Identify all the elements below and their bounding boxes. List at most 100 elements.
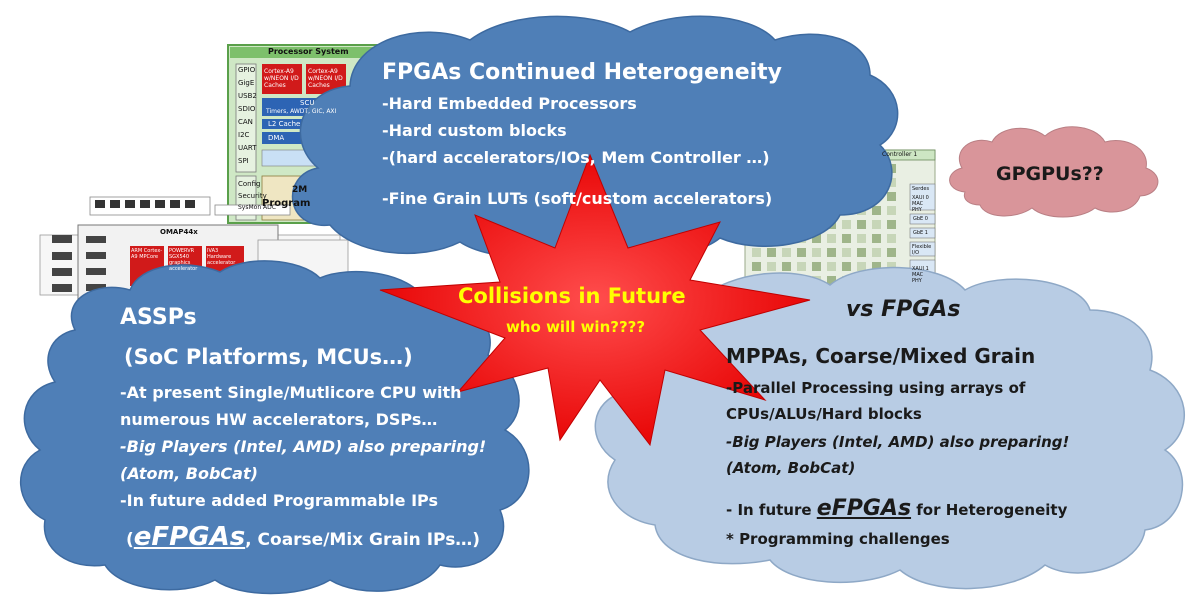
assp-line-1: -At present Single/Mutlicore CPU with xyxy=(120,383,462,402)
ps-label-can: CAN xyxy=(238,118,253,126)
gpgpu-cloud xyxy=(949,126,1159,218)
mppa-grid-cell xyxy=(872,248,881,257)
assp-line-5: -In future added Programmable IPs xyxy=(120,491,439,510)
collision-starburst xyxy=(379,153,811,447)
mppa-grid-cell xyxy=(782,248,791,257)
mppa-grid-cell xyxy=(872,206,881,215)
mppa-grid-cell xyxy=(767,262,776,271)
mppa-grid-cell xyxy=(827,262,836,271)
mppa-gbe0: GbE 0 xyxy=(913,216,928,222)
mppa-flexio: Flexible I/O xyxy=(912,244,932,256)
mppa-grid-cell xyxy=(887,220,896,229)
ps-label-i2c: I2C xyxy=(238,131,250,139)
mppa-gbe1: GbE 1 xyxy=(913,230,928,236)
assp-line-6: (eFPGAs, Coarse/Mix Grain IPs…) xyxy=(126,522,480,552)
assp-line-4: (Atom, BobCat) xyxy=(120,464,258,483)
mppa-grid-cell xyxy=(872,234,881,243)
mppa-grid-cell xyxy=(752,262,761,271)
mppa-grid-cell xyxy=(857,248,866,257)
vs-fpgas-label: vs FPGAs xyxy=(846,297,961,322)
mppa-grid-cell xyxy=(767,248,776,257)
mppa-grid-cell xyxy=(887,234,896,243)
mppa-xaui1: XAUI 1 MAC PHY xyxy=(912,266,929,284)
mppa-line-2: CPUs/ALUs/Hard blocks xyxy=(726,405,922,423)
assp-cloud xyxy=(19,260,530,595)
ps-label-sysmon: SysMon ADC xyxy=(238,204,276,211)
mppa-grid-cell xyxy=(812,262,821,271)
fpga-bullet-3: -(hard accelerators/IOs, Mem Controller … xyxy=(382,148,770,167)
ps-scu: SCU xyxy=(300,99,315,107)
mppa-xaui0: XAUI 0 MAC PHY xyxy=(912,195,929,213)
mppa-grid-cell xyxy=(872,262,881,271)
mppa-grid-cell xyxy=(812,248,821,257)
mppa-grid-cell xyxy=(887,192,896,201)
gpgpu-label: GPGPUs?? xyxy=(996,163,1104,185)
mppa-grid-cell xyxy=(857,220,866,229)
assp-line-3: -Big Players (Intel, AMD) also preparing… xyxy=(120,437,487,456)
mppa-line-1: -Parallel Processing using arrays of xyxy=(726,379,1026,397)
mppa-grid-cell xyxy=(887,262,896,271)
mppa-grid-cell xyxy=(782,262,791,271)
assp-line-6-open: ( xyxy=(126,530,134,550)
mppa-grid-cell xyxy=(887,206,896,215)
mppa-grid-cell xyxy=(752,248,761,257)
ps-label-usb2: USB2 xyxy=(238,92,257,100)
fpga-bullet-4: -Fine Grain LUTs (soft/custom accelerato… xyxy=(382,189,773,208)
ps-2m: 2M xyxy=(292,185,308,195)
ps-label-spi: SPI xyxy=(238,157,249,165)
ps-dma: DMA xyxy=(268,134,285,142)
fpga-cloud-title: FPGAs Continued Heterogeneity xyxy=(382,60,783,85)
collision-headline: Collisions in Future xyxy=(458,284,686,308)
mppa-line-5-pre: - In future xyxy=(726,501,817,519)
omap-hw: IVA3 Hardware accelerator xyxy=(207,248,236,266)
ps-label-gpio: GPIO xyxy=(238,66,256,74)
mppa-grid-cell xyxy=(827,248,836,257)
mppa-grid-cell xyxy=(857,234,866,243)
ps-l2: L2 Cache xyxy=(268,120,301,128)
assp-title: ASSPs xyxy=(120,305,197,330)
mppa-efpgas-emphasis: eFPGAs xyxy=(816,496,912,521)
ps-cortex-a: Cortex-A9 w/NEON I/D Caches xyxy=(264,68,299,89)
mppa-line-3: -Big Players (Intel, AMD) also preparing… xyxy=(726,433,1070,451)
mppa-grid-cell xyxy=(857,262,866,271)
mppa-grid-cell xyxy=(842,220,851,229)
mppa-line-5-post: for Heterogeneity xyxy=(911,501,1068,519)
mppa-grid-cell xyxy=(842,234,851,243)
ps-label-config: Config xyxy=(238,180,261,188)
omap-arm: ARM Cortex-A9 MPCore xyxy=(131,248,163,260)
ps-scu-sub: Timers, AWDT, GIC, AXI xyxy=(266,108,337,115)
assp-line-2: numerous HW accelerators, DSPs… xyxy=(120,410,438,429)
ps-label-gige: GigE xyxy=(238,79,255,87)
omap-title: OMAP44x xyxy=(160,228,198,236)
mppa-grid-cell xyxy=(827,234,836,243)
assp-subtitle: (SoC Platforms, MCUs…) xyxy=(124,345,413,369)
ps-program: Program xyxy=(262,198,311,209)
mppa-grid-cell xyxy=(842,248,851,257)
fpga-bullet-2: -Hard custom blocks xyxy=(382,121,567,140)
assp-line-6-rest: , Coarse/Mix Grain IPs…) xyxy=(245,530,481,550)
fpga-bullet-1: -Hard Embedded Processors xyxy=(382,94,637,113)
mppa-line-6: * Programming challenges xyxy=(726,530,950,548)
mppa-cloud xyxy=(594,266,1186,590)
mppa-grid-cell xyxy=(797,262,806,271)
mppa-line-5: - In future eFPGAs for Heterogeneity xyxy=(726,496,1067,521)
assp-efpgas-emphasis: eFPGAs xyxy=(133,522,246,552)
mppa-grid-cell xyxy=(887,178,896,187)
collision-subtitle: who will win???? xyxy=(506,318,646,336)
mppa-grid-cell xyxy=(842,262,851,271)
mppa-grid-cell xyxy=(812,234,821,243)
omap-gpu: POWERVR SGX540 graphics accelerator xyxy=(169,248,198,272)
mppa-line-4: (Atom, BobCat) xyxy=(726,459,856,477)
ps-label-uart: UART xyxy=(238,144,257,152)
ps-cortex-b: Cortex-A9 w/NEON I/D Caches xyxy=(308,68,343,89)
mppa-controller: Controller 1 xyxy=(882,151,918,158)
ps-label-sdio: SDIO xyxy=(238,105,256,113)
ps-label-security: Security xyxy=(238,192,267,200)
processor-system-title: Processor System xyxy=(268,47,349,56)
mppa-grid-cell xyxy=(872,220,881,229)
mppa-serdes: Serdes xyxy=(912,186,930,192)
mppa-grid-cell xyxy=(797,248,806,257)
mppa-grid-cell xyxy=(887,248,896,257)
mppa-title: MPPAs, Coarse/Mixed Grain xyxy=(726,344,1036,368)
